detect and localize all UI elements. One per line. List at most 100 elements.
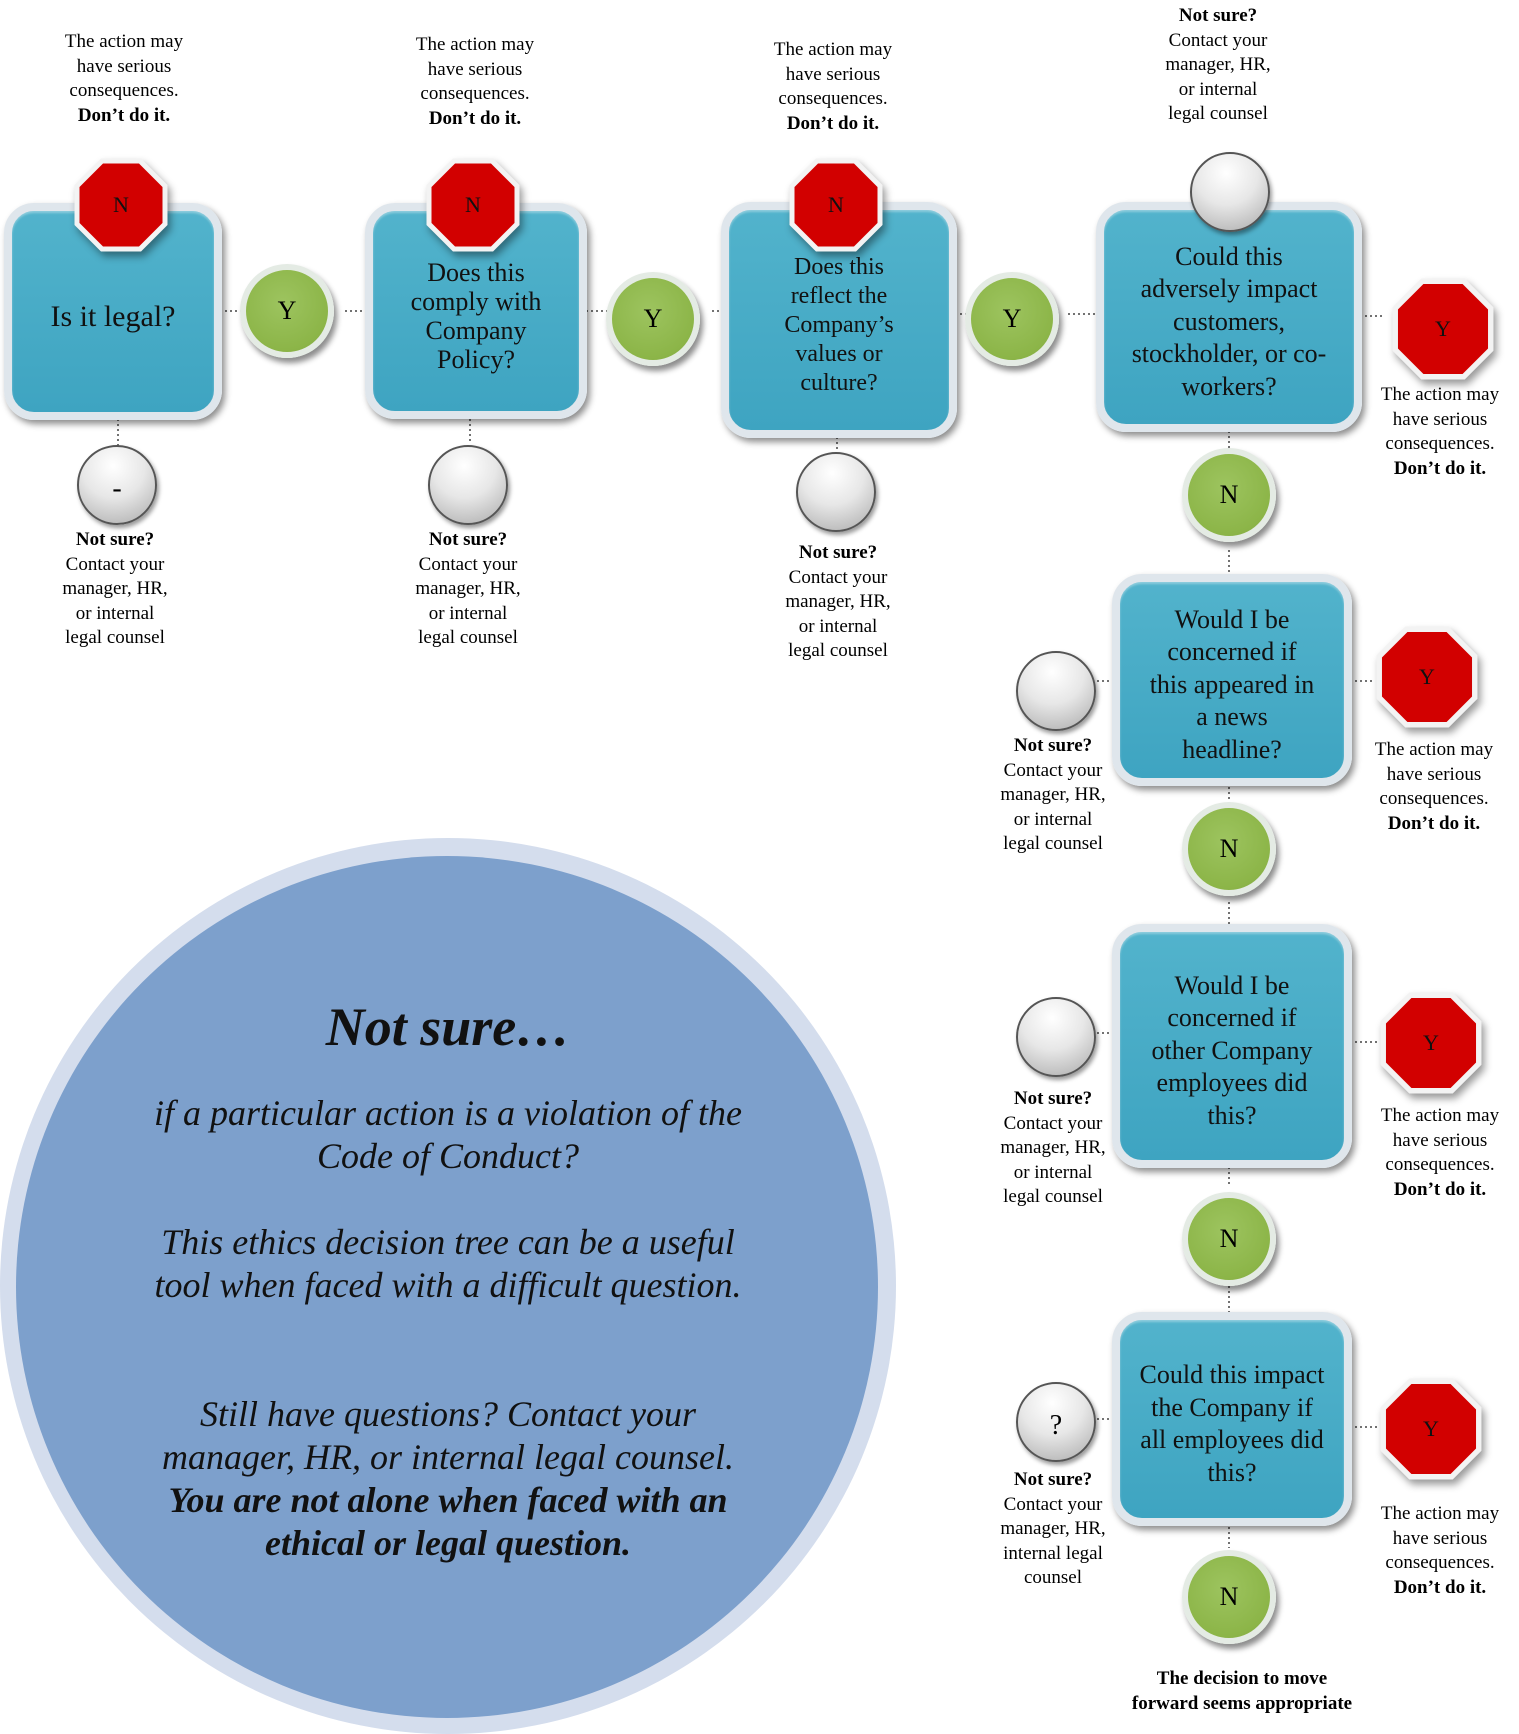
info-circle-paragraph: Still have questions? Contact your manag… [162, 1394, 734, 1477]
unsure-note-line: Contact your [418, 553, 518, 575]
unsure-mark: - [112, 473, 122, 504]
unsure-circle: ? [1016, 1382, 1096, 1462]
stop-note-line: consequences. [420, 83, 530, 104]
unsure-note-line: manager, HR, [1165, 54, 1271, 75]
unsure-mark: ? [1049, 1410, 1063, 1441]
unsure-note-line: manager, HR, [1000, 1518, 1106, 1539]
question-box-news-headline: Would I be concerned if this appeared in… [1112, 574, 1352, 786]
unsure-note: Not sure? Contact your manager, HR, or i… [953, 1087, 1153, 1210]
unsure-note: Not sure? Contact your manager, HR, or i… [15, 528, 215, 651]
unsure-note-line: or internal [1178, 78, 1258, 100]
stop-note: The action may have serious consequences… [1340, 1104, 1519, 1202]
unsure-note: Not sure? Contact your manager, HR, or i… [953, 734, 1153, 857]
stop-label: N [828, 192, 844, 217]
info-circle-paragraph: if a particular action is a violation of… [154, 1093, 742, 1176]
unsure-note-line: legal counsel [418, 627, 518, 648]
unsure-note-line: Contact your [788, 566, 888, 588]
stop-note-emphasis: Don’t do it. [1393, 457, 1487, 479]
info-circle [16, 856, 878, 1718]
stop-label: Y [1419, 664, 1435, 689]
question-text: Is it legal? [50, 299, 176, 333]
unsure-note-line: manager, HR, [415, 578, 521, 599]
unsure-note-heading: Not sure? [1178, 5, 1258, 26]
unsure-note-line: manager, HR, [1000, 784, 1106, 805]
stop-sign-icon: Y [1380, 992, 1482, 1094]
stop-note-line: The action may [1380, 1503, 1500, 1524]
unsure-circle [1190, 152, 1270, 232]
stop-note-line: have serious [785, 63, 881, 85]
question-text: Does this comply with Company Policy? [410, 258, 542, 374]
no-label: N [1219, 1582, 1239, 1611]
unsure-note-heading: Not sure? [798, 542, 878, 563]
yes-label: Y [643, 304, 663, 333]
stop-note-line: have serious [1392, 1129, 1488, 1151]
unsure-note-line: or internal [798, 615, 878, 637]
stop-note-emphasis: Don’t do it. [786, 112, 880, 134]
unsure-note-line: counsel [1023, 1567, 1083, 1588]
question-text: Could this impact the Company if all emp… [1139, 1360, 1325, 1487]
unsure-note-heading: Not sure? [75, 529, 155, 550]
stop-note-line: The action may [1380, 384, 1500, 405]
unsure-note: Not sure? Contact your manager, HR, or i… [738, 541, 938, 664]
yes-circle: Y [606, 272, 700, 366]
unsure-circle [1016, 997, 1096, 1077]
unsure-note-line: Contact your [1003, 1112, 1103, 1134]
stop-note-line: have serious [427, 58, 523, 80]
info-circle-emphasis: You are not alone when faced with an eth… [168, 1480, 728, 1563]
stop-sign-icon: Y [1376, 626, 1478, 728]
unsure-circle [428, 445, 508, 525]
stop-note-line: consequences. [1385, 1552, 1495, 1573]
unsure-note-line: or internal [1013, 808, 1093, 830]
unsure-note-line: Contact your [1003, 1493, 1103, 1515]
stop-note-emphasis: Don’t do it. [77, 104, 171, 126]
yes-label: Y [277, 296, 297, 325]
unsure-note-line: legal counsel [1003, 833, 1103, 854]
unsure-note: Not sure? Contact your manager, HR, inte… [953, 1468, 1153, 1591]
unsure-note-line: or internal [75, 602, 155, 624]
stop-note-line: consequences. [1385, 1154, 1495, 1175]
question-text: Would I be concerned if other Company em… [1151, 970, 1313, 1130]
stop-note-line: consequences. [1385, 433, 1495, 454]
unsure-note-heading: Not sure? [428, 529, 508, 550]
no-label: N [1219, 834, 1239, 863]
unsure-note-line: Contact your [1003, 759, 1103, 781]
stop-note: The action may have serious consequences… [1334, 738, 1519, 836]
question-box-adverse-impact: Could this adversely impact customers, s… [1096, 202, 1362, 432]
final-outcome-note: The decision to move forward seems appro… [1082, 1666, 1402, 1716]
unsure-note-line: Contact your [1168, 29, 1268, 51]
stop-note-line: The action may [773, 39, 893, 60]
stop-note: The action may have serious consequences… [733, 38, 933, 136]
question-box-all-employees: Could this impact the Company if all emp… [1112, 1312, 1352, 1526]
unsure-circle [796, 452, 876, 532]
stop-sign-icon: Y [1380, 1378, 1482, 1480]
question-text: Could this adversely impact customers, s… [1131, 241, 1327, 401]
unsure-note-heading: Not sure? [1013, 1088, 1093, 1109]
stop-note: The action may have serious consequences… [1340, 1502, 1519, 1600]
info-circle-paragraph: This ethics decision tree can be a usefu… [154, 1222, 742, 1305]
stop-note-line: consequences. [778, 88, 888, 109]
unsure-note-line: manager, HR, [785, 591, 891, 612]
stop-note-line: consequences. [1379, 788, 1489, 809]
unsure-circle: - [77, 445, 157, 525]
question-box-values: Does this reflect the Company’s values o… [721, 202, 957, 438]
info-circle-title: Not sure… [325, 997, 571, 1057]
stop-note-emphasis: Don’t do it. [1387, 812, 1481, 834]
stop-note-line: have serious [76, 55, 172, 77]
unsure-note-line: or internal [1013, 1161, 1093, 1183]
unsure-note-line: legal counsel [788, 640, 888, 661]
no-circle: N [1182, 802, 1276, 896]
unsure-note-heading: Not sure? [1013, 1469, 1093, 1490]
stop-sign-icon: N [426, 158, 520, 252]
stop-note-line: have serious [1392, 1527, 1488, 1549]
stop-sign-icon: N [74, 158, 168, 252]
unsure-note-line: manager, HR, [62, 578, 168, 599]
stop-note-line: consequences. [69, 80, 179, 101]
stop-note-line: The action may [415, 34, 535, 55]
question-text: Does this reflect the Company’s values o… [784, 253, 894, 396]
stop-note-emphasis: Don’t do it. [1393, 1576, 1487, 1598]
question-box-other-employees: Would I be concerned if other Company em… [1112, 924, 1352, 1168]
no-label: N [1219, 1224, 1239, 1253]
unsure-note-line: legal counsel [1003, 1186, 1103, 1207]
unsure-note-line: manager, HR, [1000, 1137, 1106, 1158]
stop-note-line: The action may [1380, 1105, 1500, 1126]
